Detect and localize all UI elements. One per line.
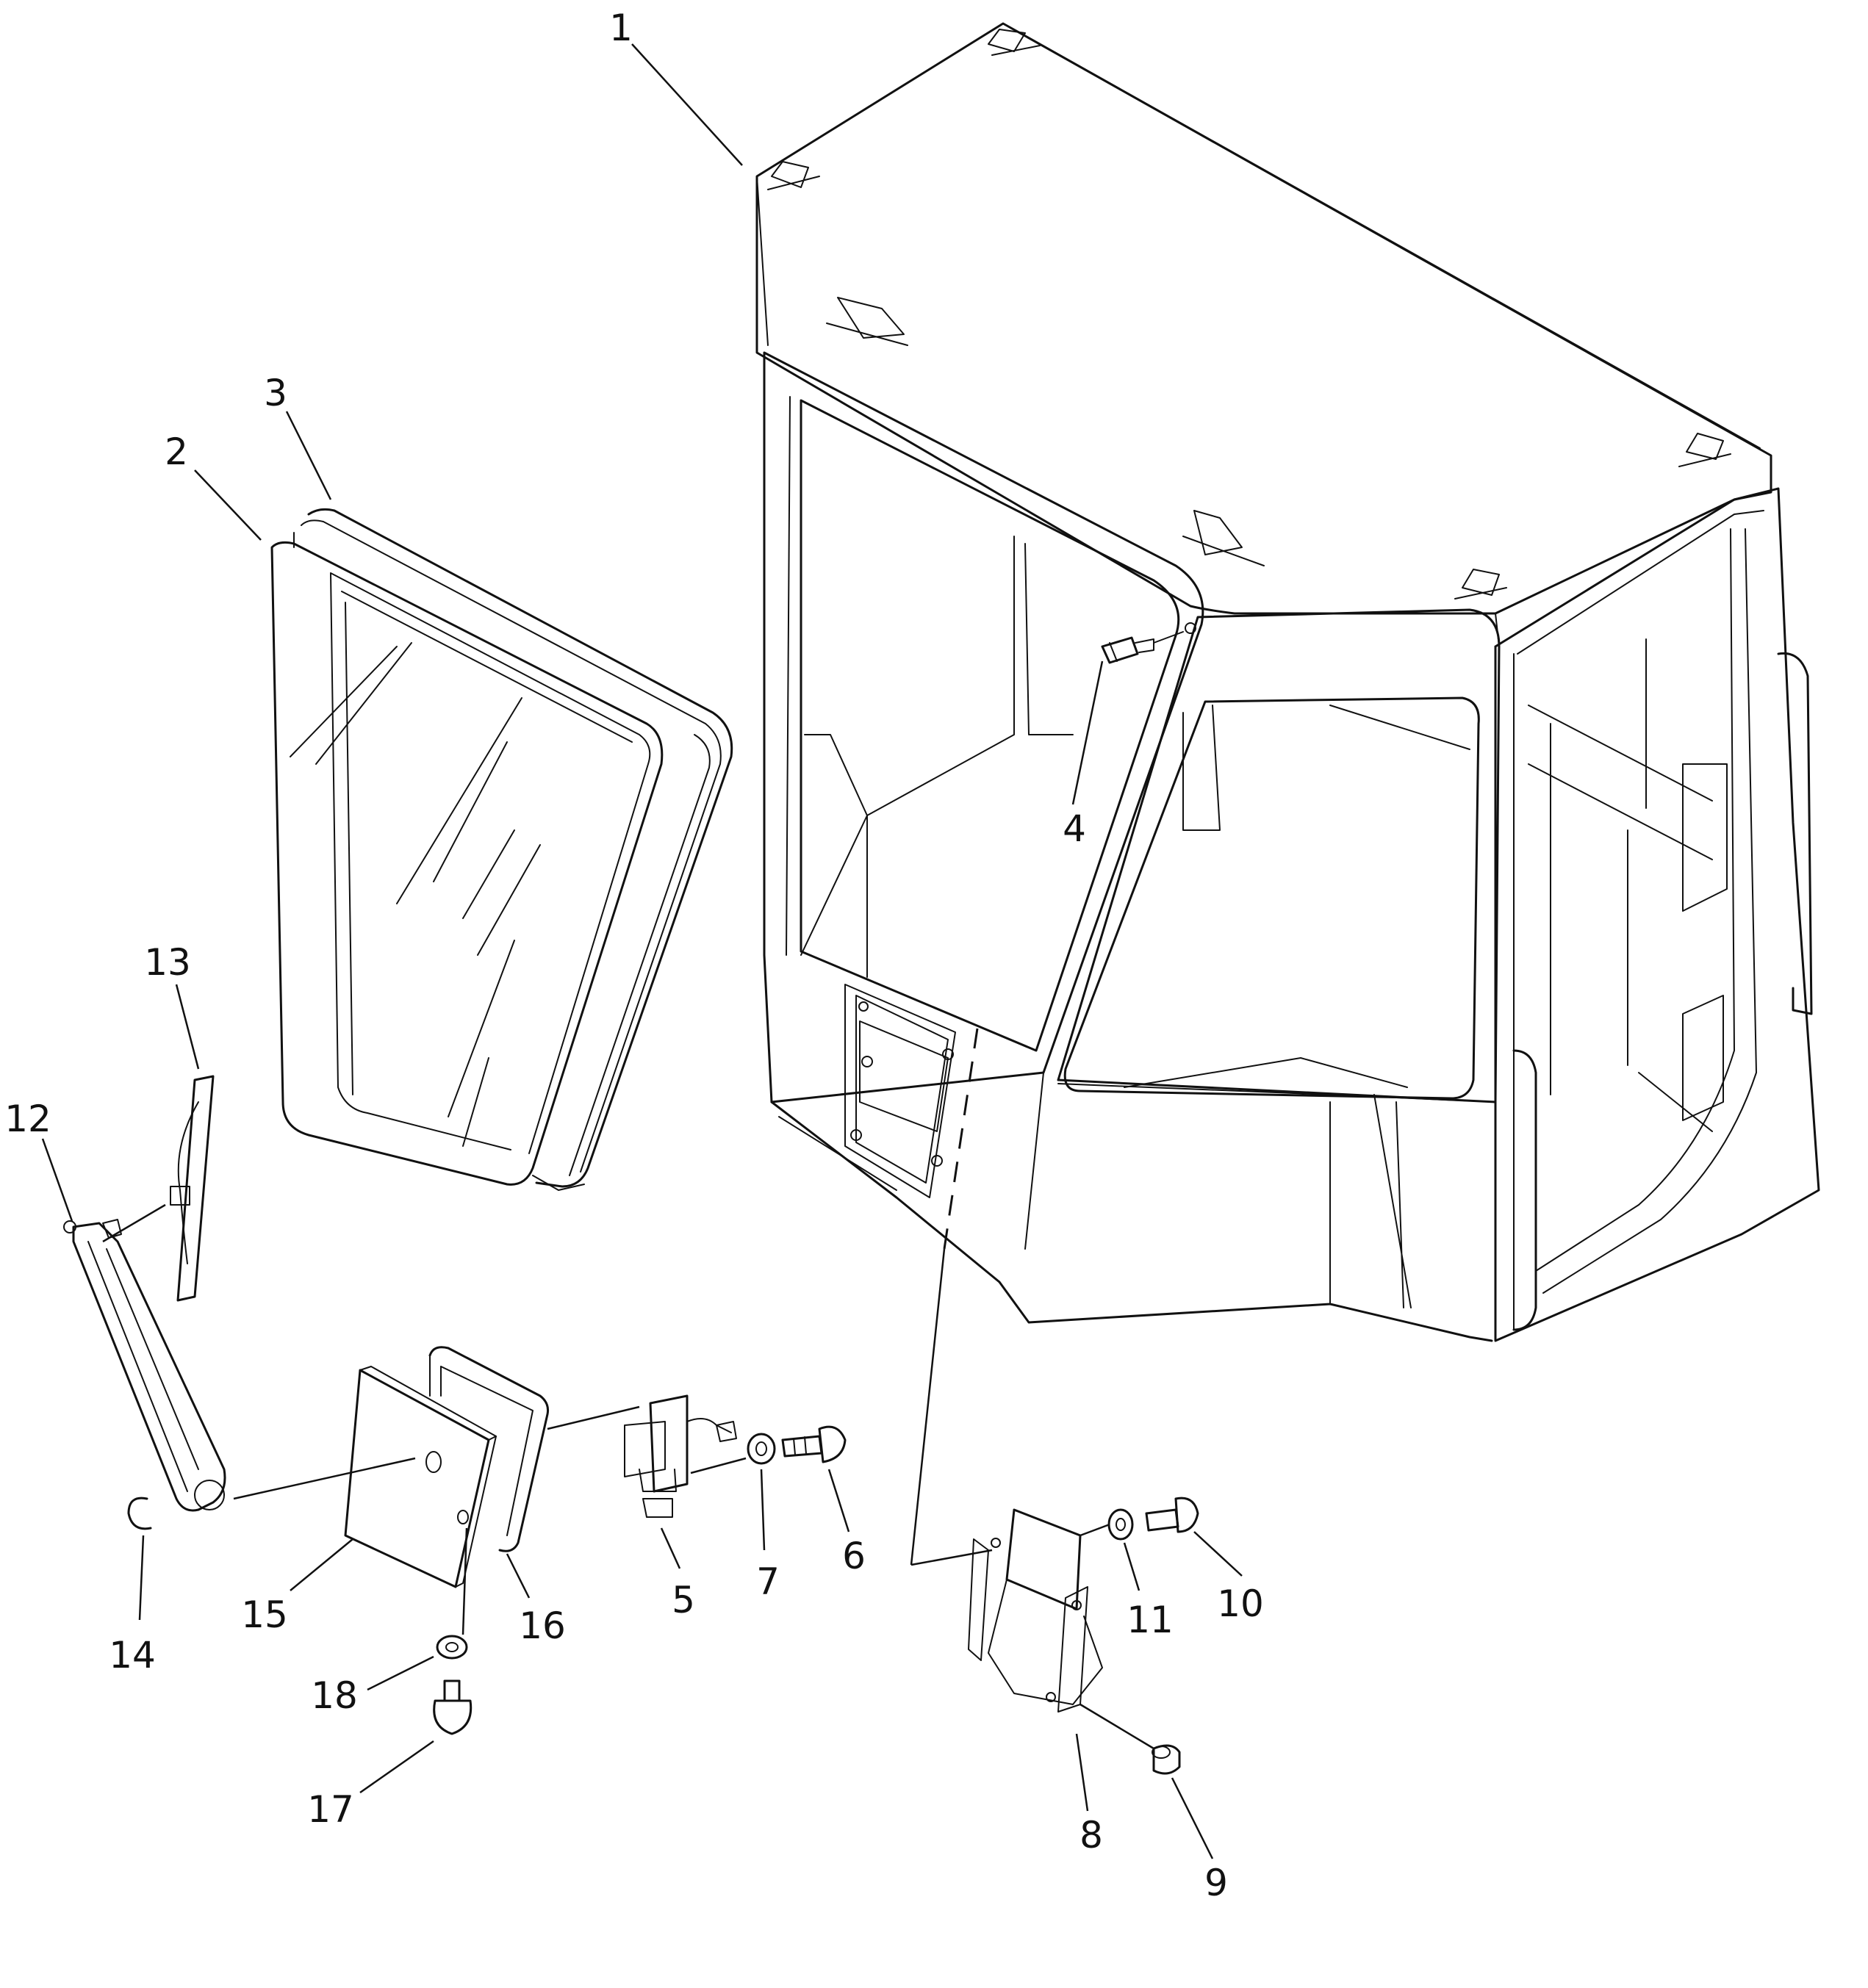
gasket (428, 1346, 549, 1552)
bolt-10 (1145, 1497, 1199, 1533)
callout-8: 8 (1080, 1814, 1103, 1856)
callout-10: 10 (1217, 1582, 1264, 1625)
wiper-arm (63, 1219, 226, 1512)
callout-17: 17 (307, 1788, 354, 1831)
bolt-6 (781, 1425, 847, 1463)
callout-1: 1 (609, 7, 633, 49)
callout-pointers (41, 43, 1243, 1859)
window-seal (293, 508, 733, 1191)
callout-2: 2 (165, 431, 188, 473)
washer-7 (747, 1433, 776, 1465)
cab-body (755, 22, 1820, 1342)
callout-14: 14 (109, 1634, 156, 1677)
bracket (968, 1508, 1103, 1713)
callout-6: 6 (842, 1535, 866, 1577)
callout-16: 16 (519, 1605, 566, 1647)
callout-9: 9 (1204, 1862, 1228, 1904)
callout-4: 4 (1063, 807, 1086, 850)
bolt-17 (433, 1679, 473, 1735)
pin (1101, 622, 1196, 664)
washer-18 (436, 1635, 468, 1660)
assembly-lines (102, 1028, 1154, 1750)
callout-18: 18 (311, 1674, 358, 1717)
callout-11: 11 (1127, 1599, 1174, 1641)
cover-plate (344, 1366, 497, 1588)
callouts: 1 2 3 4 5 6 7 8 9 10 11 12 13 14 15 16 1… (4, 7, 1264, 1904)
wiper-motor (624, 1394, 737, 1518)
window-glass (270, 541, 664, 1186)
callout-5: 5 (672, 1579, 695, 1621)
washer-11 (1107, 1508, 1134, 1541)
callout-13: 13 (144, 941, 191, 984)
wiper-blade (170, 1075, 215, 1302)
callout-3: 3 (264, 372, 287, 414)
callout-15: 15 (241, 1593, 288, 1636)
callout-12: 12 (4, 1098, 51, 1140)
snap-ring (127, 1497, 152, 1530)
nut (1152, 1744, 1181, 1775)
callout-7: 7 (756, 1560, 780, 1603)
